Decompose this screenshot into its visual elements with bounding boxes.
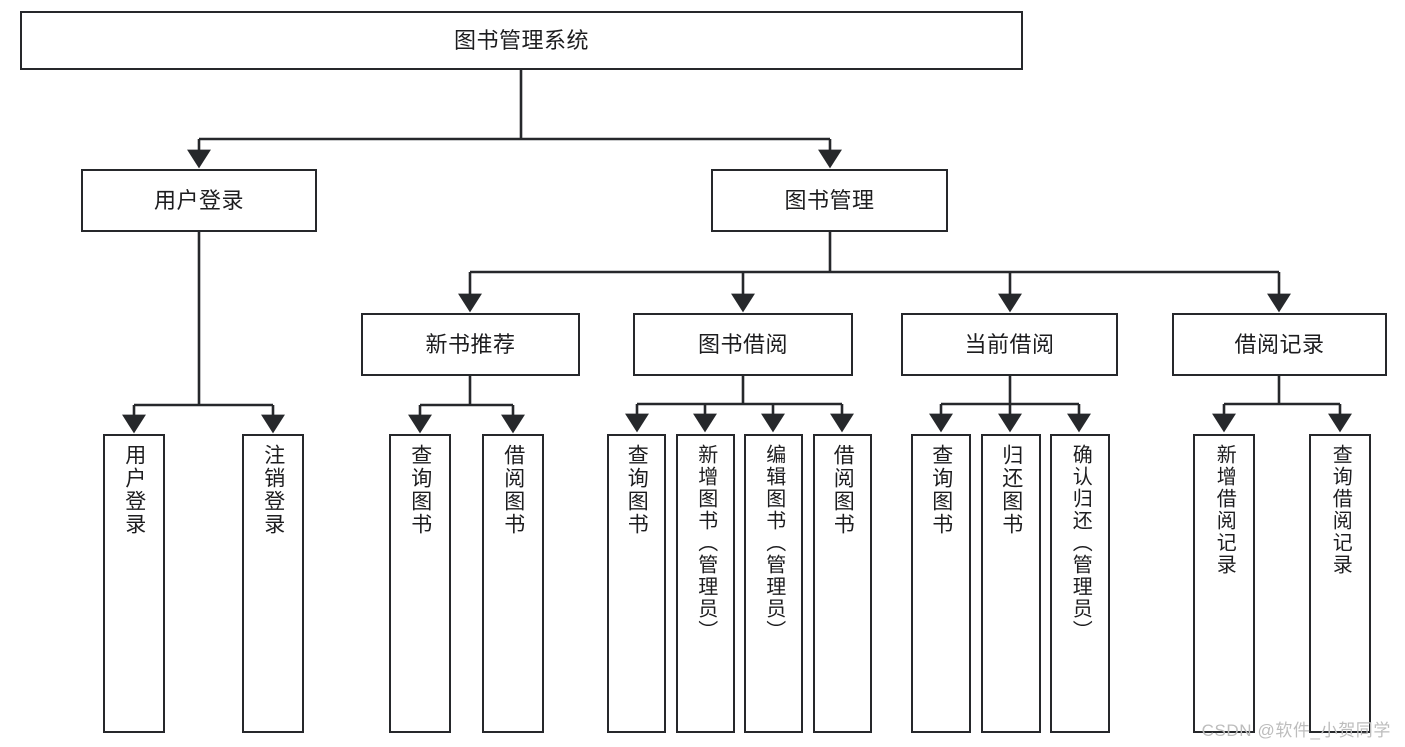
- node-root-label: 图书管理系统: [453, 27, 589, 53]
- node-leaf-query-borrow-record-label: 查询借阅记录: [1329, 444, 1352, 576]
- node-user-login-label: 用户登录: [153, 187, 244, 213]
- node-leaf-edit-book[interactable]: 编辑图书（管理员）: [744, 434, 803, 733]
- node-leaf-add-book[interactable]: 新增图书（管理员）: [676, 434, 735, 733]
- node-user-login[interactable]: 用户登录: [81, 169, 317, 232]
- node-leaf-borrow-book-2-label: 借阅图书: [831, 444, 855, 536]
- node-leaf-confirm-return[interactable]: 确认归还（管理员）: [1050, 434, 1110, 733]
- node-leaf-query-book-2-label: 查询图书: [625, 444, 649, 536]
- node-leaf-borrow-book-1[interactable]: 借阅图书: [482, 434, 544, 733]
- node-leaf-query-book-2[interactable]: 查询图书: [607, 434, 666, 733]
- node-leaf-add-borrow-record-label: 新增借阅记录: [1213, 444, 1236, 576]
- node-book-manage[interactable]: 图书管理: [711, 169, 948, 232]
- node-leaf-query-book-1-label: 查询图书: [408, 444, 432, 536]
- node-new-book-recommend-label: 新书推荐: [425, 331, 516, 357]
- node-leaf-query-book-3[interactable]: 查询图书: [911, 434, 971, 733]
- node-leaf-edit-book-label: 编辑图书（管理员）: [762, 444, 785, 642]
- node-leaf-confirm-return-label: 确认归还（管理员）: [1069, 444, 1092, 642]
- node-book-borrow[interactable]: 图书借阅: [633, 313, 853, 376]
- node-leaf-query-book-1[interactable]: 查询图书: [389, 434, 451, 733]
- node-book-manage-label: 图书管理: [784, 187, 875, 213]
- node-root[interactable]: 图书管理系统: [20, 11, 1023, 70]
- node-leaf-add-book-label: 新增图书（管理员）: [694, 444, 717, 642]
- node-leaf-user-logout[interactable]: 注销登录: [242, 434, 304, 733]
- node-leaf-query-book-3-label: 查询图书: [929, 444, 953, 536]
- node-leaf-user-login[interactable]: 用户登录: [103, 434, 165, 733]
- node-book-borrow-label: 图书借阅: [697, 331, 788, 357]
- node-new-book-recommend[interactable]: 新书推荐: [361, 313, 580, 376]
- node-leaf-add-borrow-record[interactable]: 新增借阅记录: [1193, 434, 1255, 733]
- node-leaf-borrow-book-2[interactable]: 借阅图书: [813, 434, 872, 733]
- node-leaf-query-borrow-record[interactable]: 查询借阅记录: [1309, 434, 1371, 733]
- node-current-borrow[interactable]: 当前借阅: [901, 313, 1118, 376]
- node-leaf-user-logout-label: 注销登录: [261, 444, 285, 536]
- node-leaf-user-login-label: 用户登录: [122, 444, 146, 536]
- node-leaf-return-book-label: 归还图书: [999, 444, 1023, 536]
- node-current-borrow-label: 当前借阅: [964, 331, 1055, 357]
- node-leaf-return-book[interactable]: 归还图书: [981, 434, 1041, 733]
- node-leaf-borrow-book-1-label: 借阅图书: [501, 444, 525, 536]
- node-borrow-record-label: 借阅记录: [1234, 331, 1325, 357]
- node-borrow-record[interactable]: 借阅记录: [1172, 313, 1387, 376]
